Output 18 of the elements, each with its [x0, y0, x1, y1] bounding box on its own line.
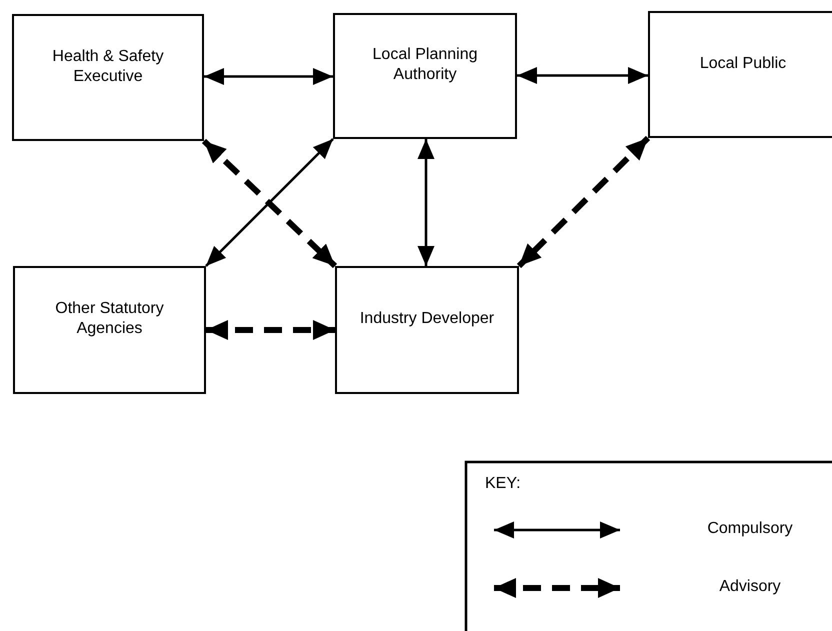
organisation-name: Local Planning Authority — [372, 45, 478, 85]
organisation-name: Industry Developer — [360, 309, 494, 329]
organisation-box — [12, 14, 204, 141]
organisation-box — [13, 266, 206, 394]
arrow — [206, 320, 335, 340]
legend-label: Advisory — [718, 578, 782, 596]
arrow — [516, 136, 650, 268]
key-heading: KEY: — [485, 475, 521, 493]
organisation-name: Health & Safety Executive — [51, 46, 165, 86]
organisation-box — [648, 11, 832, 138]
legend-label: Compulsory — [706, 520, 794, 538]
organisation-box — [335, 266, 519, 394]
arrow — [204, 68, 333, 85]
organisation-name: Other Statutory Agencies — [54, 299, 165, 339]
arrow — [517, 67, 648, 84]
organisation-name: Local Public — [700, 54, 786, 74]
organisation-box — [333, 13, 517, 139]
arrow — [418, 139, 434, 266]
